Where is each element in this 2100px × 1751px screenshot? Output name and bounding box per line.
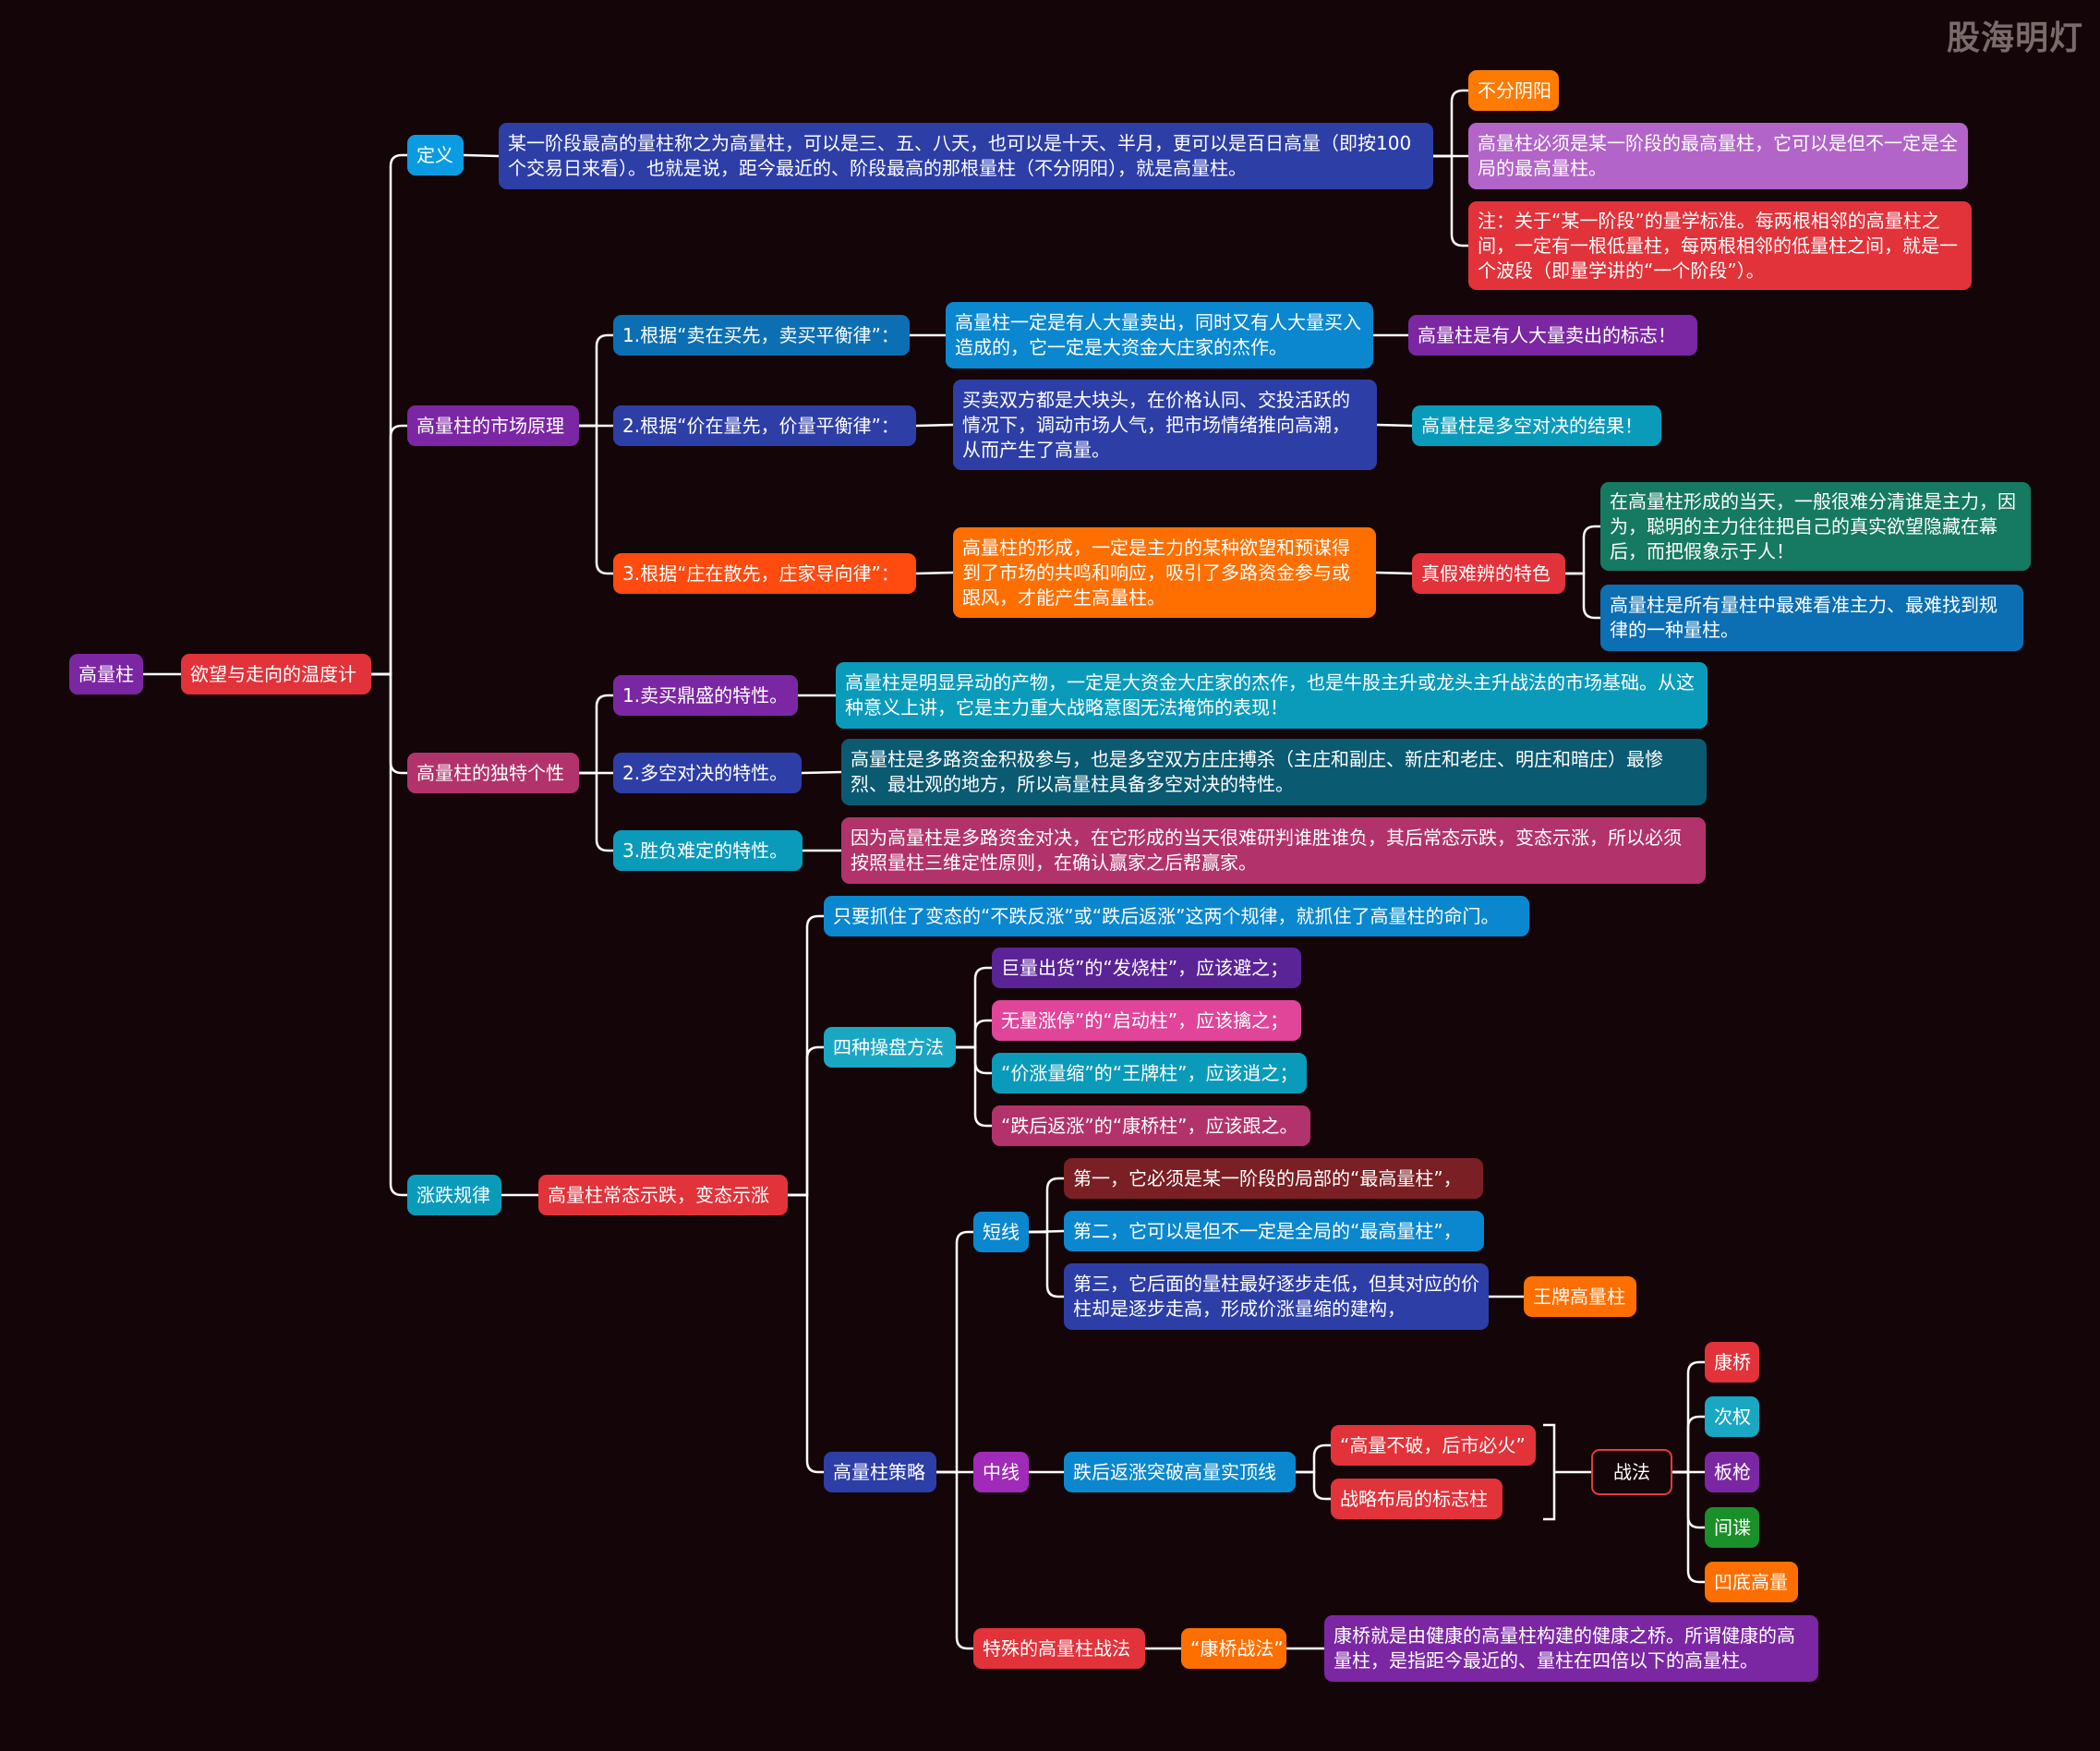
connector-line xyxy=(1672,1360,1705,1474)
theme-node[interactable]: 欲望与走向的温度计 xyxy=(181,654,371,694)
connector-line xyxy=(788,1045,824,1197)
market-principle-2-text[interactable]: 买卖双方都是大块头，在价格认同、交投活跃的情况下，调动市场人气，把市场情绪推向高… xyxy=(953,380,1377,470)
tactic-ciquan[interactable]: 次权 xyxy=(1705,1396,1759,1437)
tactic-kangqiao[interactable]: 康桥 xyxy=(1705,1342,1759,1383)
connector-line xyxy=(579,333,613,428)
definition-text[interactable]: 某一阶段最高的量柱称之为高量柱，可以是三、五、八天，也可以是十天、半月，更可以是… xyxy=(499,123,1433,189)
ace-high-volume-bar[interactable]: 王牌高量柱 xyxy=(1524,1276,1636,1317)
rise-fall-rule-node[interactable]: 涨跌规律 xyxy=(407,1175,501,1215)
kangqiao-tactic-text[interactable]: 康桥就是由健康的高量柱构建的健康之桥。所谓健康的高量柱，是指距今最近的、量柱在四… xyxy=(1324,1615,1818,1682)
unique-trait-2-text[interactable]: 高量柱是多路资金积极参与，也是多空双方庄庄搏杀（主庄和副庄、新庄和老庄、明庄和暗… xyxy=(841,739,1707,805)
connector-line xyxy=(1433,89,1468,158)
market-principle-1-text[interactable]: 高量柱一定是有人大量卖出，同时又有人大量买入造成的，它一定是大资金大庄家的杰作。 xyxy=(946,302,1373,368)
connector-line xyxy=(579,771,613,852)
unique-trait-1-text[interactable]: 高量柱是明显异动的产物，一定是大资金大庄家的杰作，也是牛股主升或龙头主升战法的市… xyxy=(836,662,1708,729)
connector-line xyxy=(956,966,992,1049)
tactics-node[interactable]: 战法 xyxy=(1591,1449,1672,1495)
connector-line xyxy=(915,423,954,428)
unique-trait-3-text[interactable]: 因为高量柱是多路资金对决，在它形成的当天很难研判谁胜谁负，其后常态示跌，变态示涨… xyxy=(841,817,1706,884)
mid-term-breakout[interactable]: 跌后返涨突破高量实顶线 xyxy=(1064,1452,1296,1492)
special-tactic-node[interactable]: 特殊的高量柱战法 xyxy=(973,1628,1145,1669)
connector-line xyxy=(1672,1470,1705,1584)
connector-line xyxy=(956,1019,992,1049)
tactic-aodi[interactable]: 凹底高量 xyxy=(1705,1562,1798,1602)
market-principle-3-detail-1[interactable]: 在高量柱形成的当天，一般很难分清谁是主力，因为，聪明的主力往往把自己的真实欲望隐… xyxy=(1600,482,2031,571)
connector-line xyxy=(579,694,613,775)
definition-note-highest[interactable]: 高量柱必须是某一阶段的最高量柱，它可以是但不一定是全局的最高量柱。 xyxy=(1468,123,1968,189)
mid-term-marker-bar[interactable]: 战略布局的标志柱 xyxy=(1331,1479,1503,1519)
connector-line xyxy=(1433,154,1468,248)
connector-line xyxy=(801,770,842,775)
tactic-jiandie[interactable]: 间谍 xyxy=(1705,1507,1759,1548)
connector-line xyxy=(1672,1415,1705,1474)
short-term-rule-2[interactable]: 第二，它可以是但不一定是全局的“最高量柱”， xyxy=(1064,1211,1484,1251)
connector-line xyxy=(1565,572,1600,620)
connector-line xyxy=(936,1230,973,1474)
method-start-bar[interactable]: 无量涨停”的“启动柱”，应该擒之； xyxy=(992,1000,1301,1041)
kangqiao-tactic-node[interactable]: “康桥战法” xyxy=(1181,1628,1286,1669)
connector-line xyxy=(788,914,824,1197)
unique-traits-node[interactable]: 高量柱的独特个性 xyxy=(407,753,579,793)
connector-line xyxy=(371,672,407,775)
mid-term-slogan[interactable]: “高量不破，后市必火” xyxy=(1331,1425,1536,1466)
market-principle-1[interactable]: 1.根据“卖在买先，卖买平衡律”： xyxy=(613,315,910,356)
connector-line xyxy=(1376,423,1413,428)
definition-note-yinyang[interactable]: 不分阴阳 xyxy=(1468,70,1559,111)
connector-line xyxy=(1296,1470,1331,1501)
bracket-line xyxy=(1543,1423,1591,1521)
connector-line xyxy=(579,424,613,575)
connector-line xyxy=(936,1470,973,1650)
connector-line xyxy=(463,153,500,158)
market-principle-2[interactable]: 2.根据“价在量先，价量平衡律”： xyxy=(613,405,916,446)
short-term-rule-1[interactable]: 第一，它必须是某一阶段的局部的“最高量柱”， xyxy=(1064,1158,1483,1199)
rule-statement[interactable]: 高量柱常态示跌，变态示涨 xyxy=(538,1175,788,1215)
unique-trait-3[interactable]: 3.胜负难定的特性。 xyxy=(613,830,803,871)
watermark: 股海明灯 xyxy=(1946,19,2083,57)
definition-note-stage[interactable]: 注：关于“某一阶段”的量学标准。每两根相邻的高量柱之间，一定有一根低量柱，每两根… xyxy=(1468,201,1972,290)
four-methods-node[interactable]: 四种操盘方法 xyxy=(824,1027,956,1068)
tactic-banqiang[interactable]: 板枪 xyxy=(1705,1452,1759,1492)
connector-line xyxy=(1296,1443,1331,1474)
short-term-rule-3[interactable]: 第三，它后面的量柱最好逐步走低，但其对应的价柱却是逐步走高，形成价涨量缩的建构， xyxy=(1064,1263,1489,1330)
market-principle-2-result[interactable]: 高量柱是多空对决的结果！ xyxy=(1412,405,1661,446)
connector-line xyxy=(1029,1230,1064,1298)
connector-line xyxy=(788,1193,824,1474)
method-fever-bar[interactable]: 巨量出货”的“发烧柱”，应该避之； xyxy=(992,948,1301,988)
root-node[interactable]: 高量柱 xyxy=(69,654,143,694)
strategy-node[interactable]: 高量柱策略 xyxy=(824,1452,936,1492)
connector-line xyxy=(915,571,954,575)
market-principle-3[interactable]: 3.根据“庄在散先，庄家导向律”： xyxy=(613,553,916,594)
method-bridge-bar[interactable]: “跌后返涨”的“康桥柱”，应该跟之。 xyxy=(992,1105,1310,1146)
connector-line xyxy=(1375,571,1413,575)
market-principle-3-result[interactable]: 真假难辨的特色 xyxy=(1412,553,1565,594)
rule-key-point[interactable]: 只要抓住了变态的“不跌反涨”或“跌后返涨”这两个规律，就抓住了高量柱的命门。 xyxy=(824,896,1529,936)
market-principle-node[interactable]: 高量柱的市场原理 xyxy=(407,405,579,446)
connector-line xyxy=(371,153,407,676)
mid-term-node[interactable]: 中线 xyxy=(973,1452,1029,1492)
connector-line xyxy=(956,1045,992,1128)
connector-line xyxy=(956,1045,992,1075)
unique-trait-2[interactable]: 2.多空对决的特性。 xyxy=(613,753,802,793)
connector-line xyxy=(1565,525,1600,575)
definition-node[interactable]: 定义 xyxy=(407,135,464,175)
market-principle-1-result[interactable]: 高量柱是有人大量卖出的标志！ xyxy=(1408,315,1697,356)
unique-trait-1[interactable]: 1.卖买鼎盛的特性。 xyxy=(613,675,798,716)
market-principle-3-detail-2[interactable]: 高量柱是所有量柱中最难看准主力、最难找到规律的一种量柱。 xyxy=(1600,585,2023,651)
connector-line xyxy=(371,672,407,1197)
short-term-node[interactable]: 短线 xyxy=(973,1212,1029,1252)
method-ace-bar[interactable]: “价涨量缩”的“王牌柱”，应该逍之； xyxy=(992,1053,1307,1093)
connector-line xyxy=(371,424,407,676)
connector-line xyxy=(1029,1177,1064,1234)
market-principle-3-text[interactable]: 高量柱的形成，一定是主力的某种欲望和预谋得到了市场的共鸣和响应，吸引了多路资金参… xyxy=(953,527,1376,618)
